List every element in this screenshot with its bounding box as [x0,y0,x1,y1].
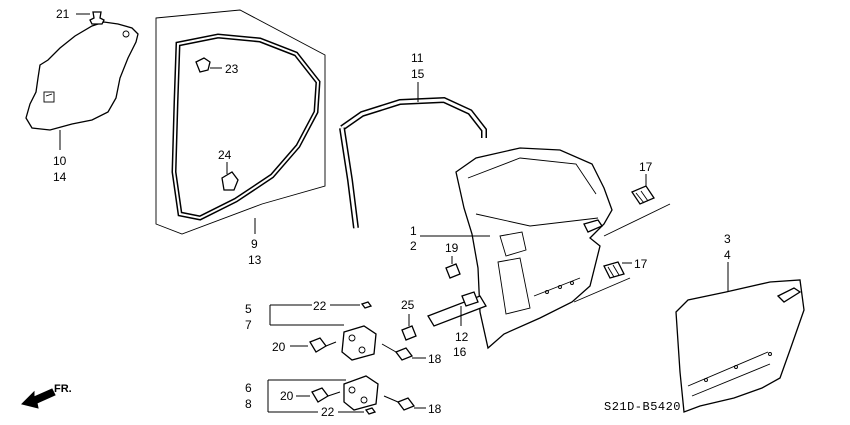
callout-20-bottom: 20 [280,389,294,403]
pin-22-top-part[interactable] [360,301,373,309]
callout-18-top: 18 [428,352,442,366]
bolt-19-part[interactable] [445,256,461,279]
bumper-17-bottom-part[interactable] [603,261,625,279]
callout-5: 5 [245,302,252,316]
clip-21-part[interactable] [76,11,105,25]
callout-3: 3 [724,232,731,246]
pin-22-bottom-part[interactable] [364,407,377,415]
bolt-18-bottom-part[interactable] [383,395,416,411]
callout-20-top: 20 [272,340,286,354]
callout-17-top: 17 [639,160,653,174]
callout-16: 16 [453,345,467,359]
bolt-20-bottom-part[interactable] [311,387,341,403]
rear-door-panel-part[interactable] [455,147,613,350]
door-outer-skin-part[interactable] [675,279,805,413]
callout-13: 13 [248,253,262,267]
door-checker-part[interactable] [427,291,487,327]
bolt-25-part[interactable] [401,314,417,341]
callout-7: 7 [245,318,252,332]
callout-23: 23 [225,62,239,76]
callout-12: 12 [455,330,469,344]
callout-15: 15 [411,67,425,81]
callout-1: 1 [410,224,417,238]
callout-10: 10 [53,154,67,168]
callout-6: 6 [245,381,252,395]
callout-24: 24 [218,148,232,162]
door-weatherstrip-part[interactable] [171,33,321,221]
lower-hinge-part[interactable] [343,375,379,411]
callout-11: 11 [411,51,424,65]
clip-23-part[interactable] [195,57,222,73]
callout-22-bottom: 22 [321,405,335,419]
callout-4: 4 [724,248,731,262]
door-insulator-part[interactable] [25,21,139,131]
callout-25: 25 [401,298,415,312]
weatherstrip-group-box [155,9,326,235]
bolt-20-top-part[interactable] [309,337,337,353]
callout-22-top: 22 [313,299,327,313]
callout-19: 19 [445,241,459,255]
bumper-17-top-part[interactable] [631,185,655,205]
callout-17-bottom: 17 [634,257,648,271]
callout-14: 14 [53,170,67,184]
callout-18-bottom: 18 [428,402,442,416]
callout-21: 21 [56,7,70,21]
clip-24-part[interactable] [221,162,239,191]
diagram-code: S21D-B5420 [604,400,681,414]
run-channel-part[interactable] [339,96,487,229]
front-direction-arrow-icon [21,388,56,409]
front-direction-label: FR. [54,383,72,395]
callout-8: 8 [245,397,252,411]
upper-hinge-part[interactable] [341,325,377,361]
bolt-18-top-part[interactable] [381,343,414,361]
callout-9: 9 [251,237,258,251]
callout-2: 2 [410,239,417,253]
